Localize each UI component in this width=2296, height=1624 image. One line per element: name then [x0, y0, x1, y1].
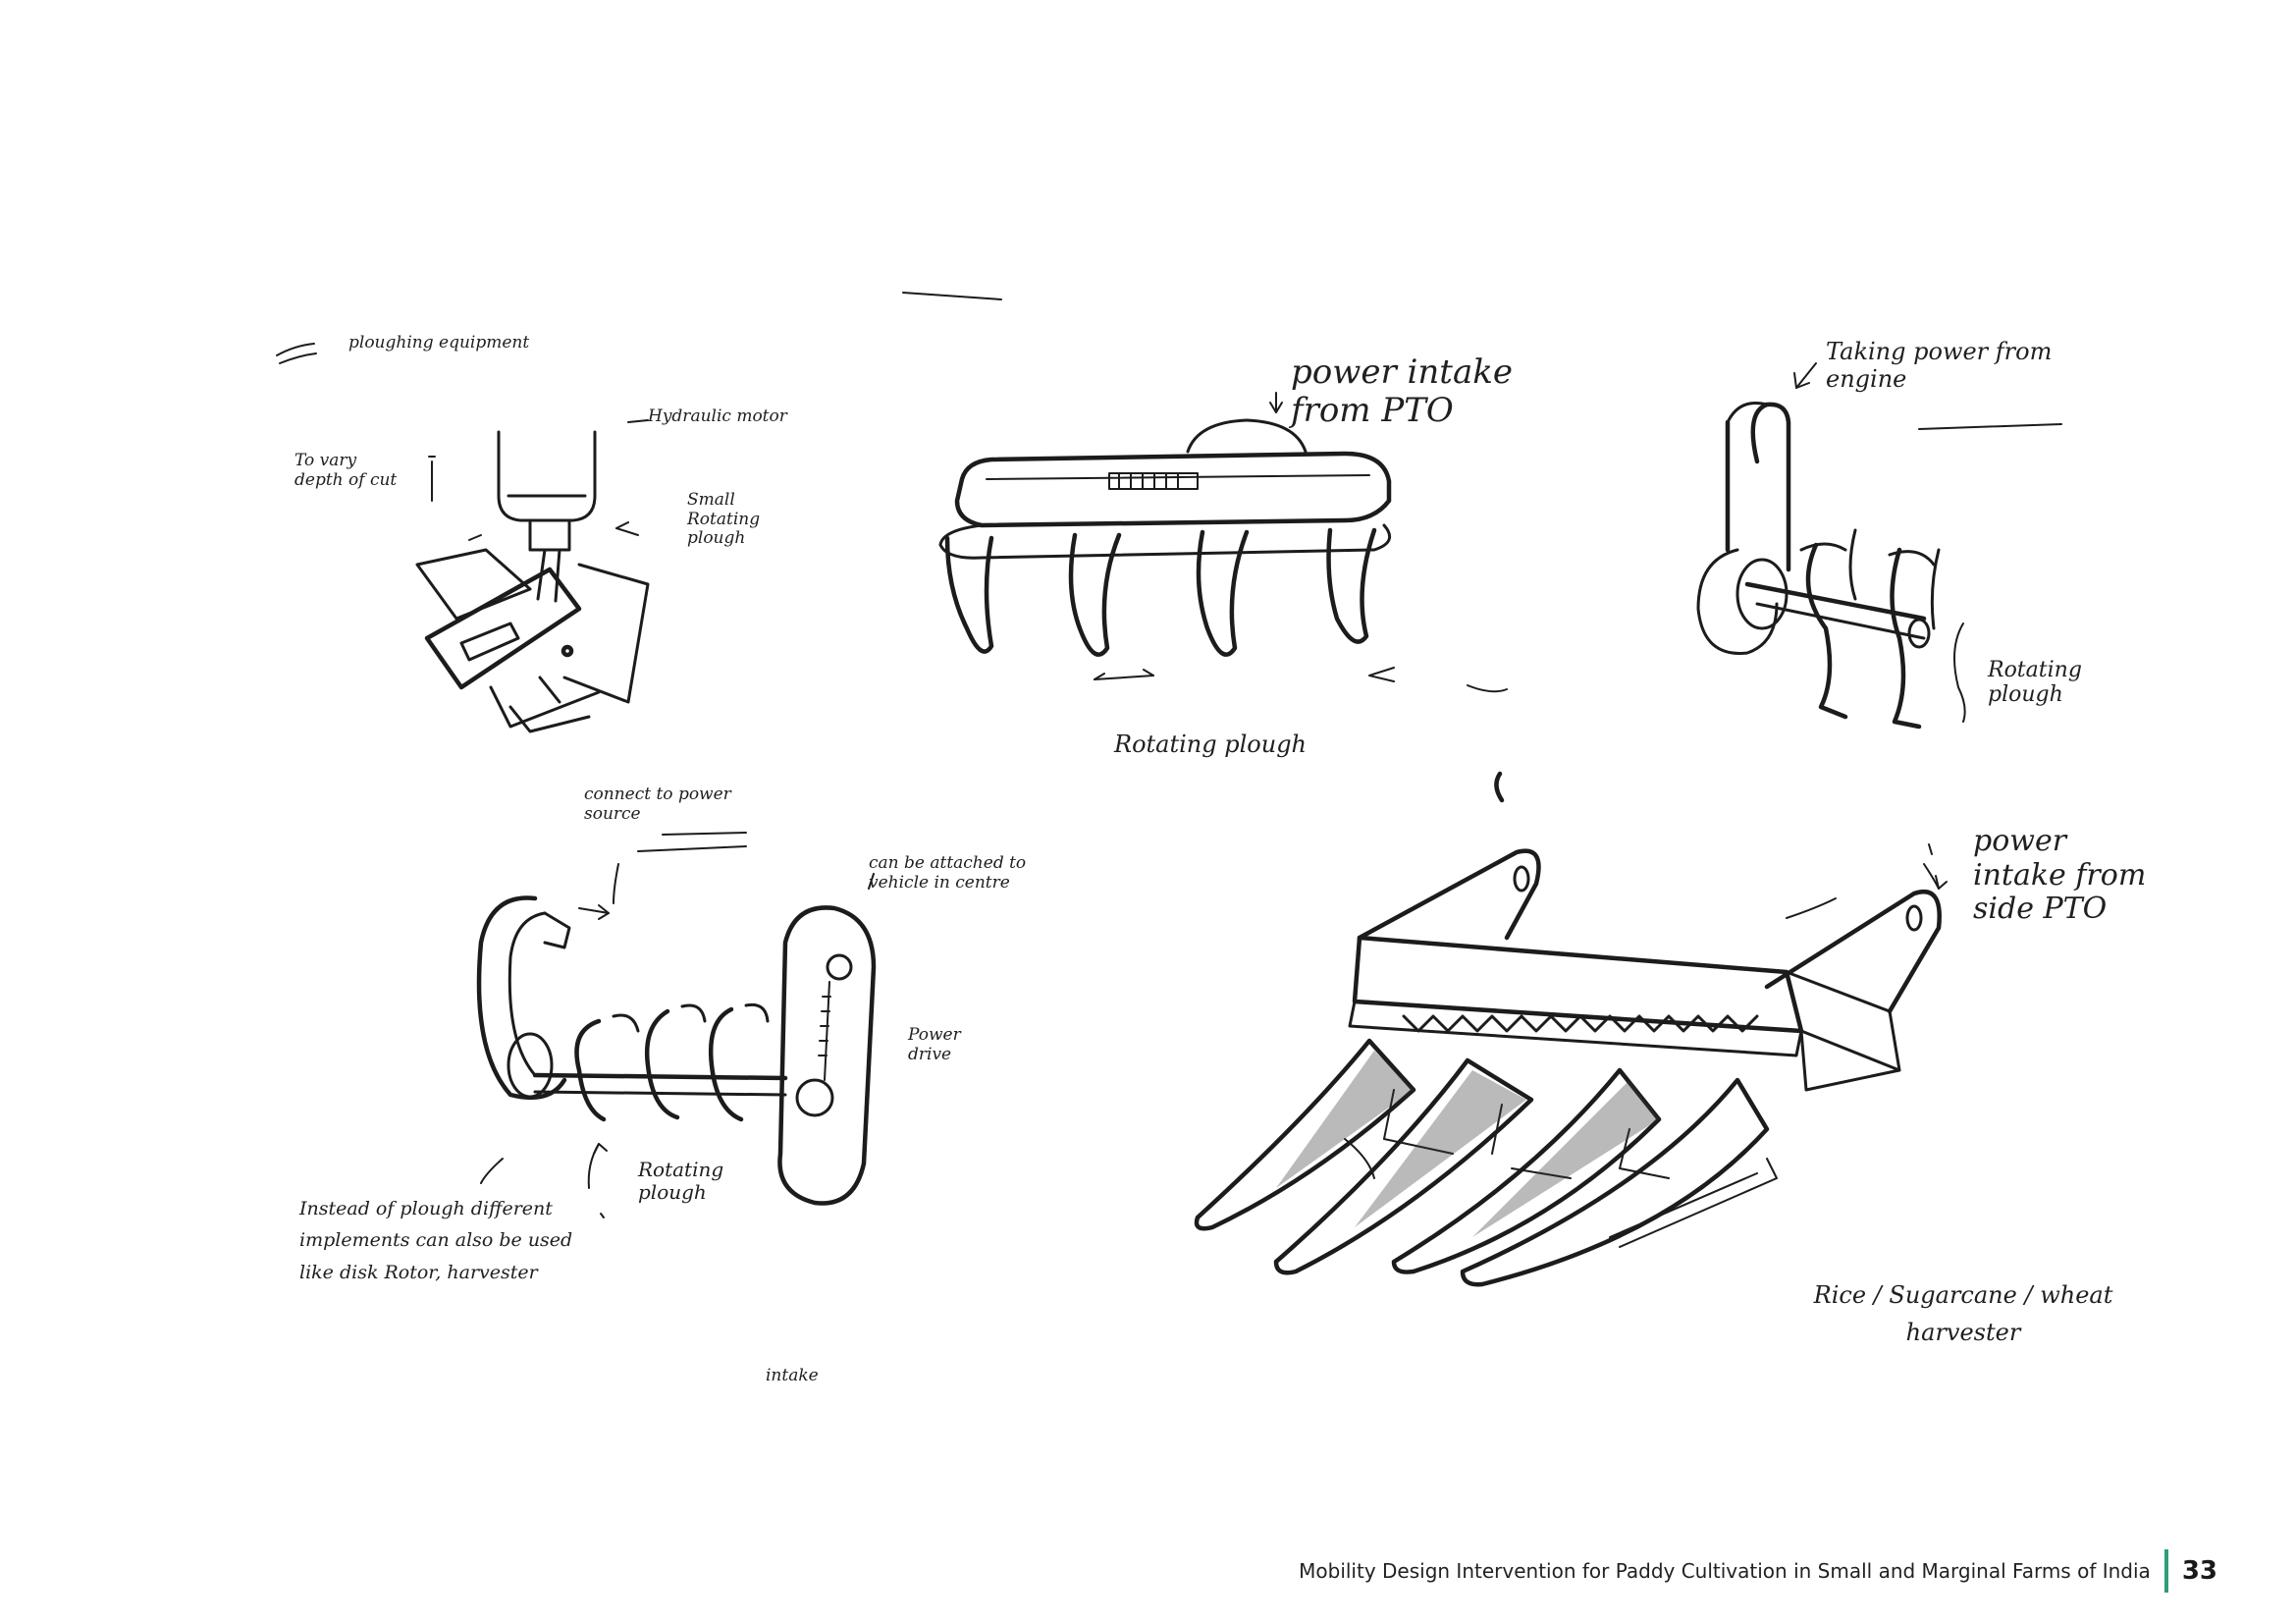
page-footer: Mobility Design Intervention for Paddy C… [1299, 1547, 2217, 1595]
note-rotating-plough-right: Rotating plough [1988, 658, 2082, 708]
note-harvester-caption: Rice / Sugarcane / wheat harvester [1813, 1281, 2113, 1347]
underline-engine [1918, 423, 2062, 430]
power-drive-rotating-plough-sketch [476, 832, 877, 1218]
note-power-drive: Power drive [908, 1025, 961, 1064]
page-number: 33 [2181, 1556, 2217, 1586]
note-ploughing-equipment: ploughing equipment [348, 333, 530, 352]
underline-power-source [637, 845, 747, 852]
note-small-rotating-plough: Small Rotating plough [687, 490, 761, 549]
harvester-sketch [1194, 843, 1948, 1287]
footer-title: Mobility Design Intervention for Paddy C… [1299, 1559, 2151, 1583]
small-rotating-plough-sketch [276, 343, 650, 733]
note-vary-depth: To vary depth of cut [294, 451, 398, 490]
footer-accent-bar [2163, 1549, 2168, 1593]
side-rotating-plough-sketch [1696, 362, 1966, 730]
note-power-intake-pto: power intake from PTO [1291, 352, 1513, 431]
central-rotating-plough-sketch [938, 392, 1508, 693]
note-intake: intake [766, 1366, 819, 1385]
note-rotating-plough-lower: Rotating plough [638, 1158, 724, 1204]
note-rotating-plough-center: Rotating plough [1114, 731, 1308, 758]
note-power-intake-side-pto: power intake from side PTO [1973, 824, 2147, 926]
note-connect-power-source: connect to power source [584, 785, 731, 824]
note-hydraulic-motor: Hydraulic motor [648, 406, 787, 426]
stray-mark [902, 292, 1002, 300]
stray-mark-2 [1494, 771, 1505, 803]
note-can-be-attached: can be attached to vehicle in centre [869, 853, 1027, 893]
note-instead-of-plough: Instead of plough different implements c… [299, 1198, 573, 1283]
note-taking-power-engine: Taking power from engine [1826, 338, 2053, 393]
